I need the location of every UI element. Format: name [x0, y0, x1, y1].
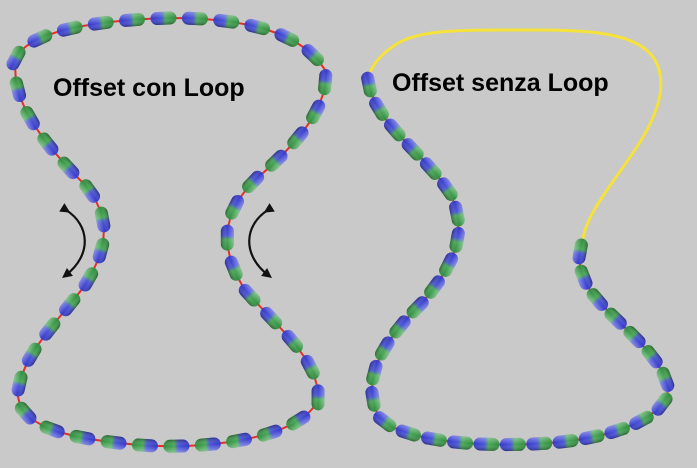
capsule-bead — [27, 29, 53, 48]
capsule-bead — [384, 118, 406, 142]
capsule-bead — [552, 434, 579, 449]
capsule-bead — [447, 435, 474, 450]
capsule-bead — [56, 20, 83, 37]
capsule-bead — [473, 437, 500, 451]
capsule-bead — [69, 429, 96, 446]
capsule-bead — [9, 76, 27, 103]
capsule-bead — [301, 44, 325, 67]
capsule-bead — [286, 410, 311, 431]
capsule-bead — [224, 255, 243, 281]
beads-left — [6, 11, 333, 453]
capsule-bead — [59, 293, 81, 317]
capsule-bead — [306, 99, 326, 125]
spline-gap-segment — [366, 28, 663, 246]
capsule-bead — [623, 325, 646, 349]
capsule-bead — [572, 238, 588, 265]
capsule-bead — [226, 432, 252, 449]
capsule-bead — [424, 275, 445, 299]
capsule-bead — [300, 354, 320, 380]
capsule-bead — [526, 436, 553, 451]
capsule-bead — [225, 194, 245, 220]
capsule-bead — [256, 424, 283, 442]
capsule-bead — [260, 306, 283, 330]
capsule-bead — [119, 12, 146, 27]
capsule-bead — [163, 439, 190, 453]
beads-right — [361, 71, 675, 452]
capsule-bead — [11, 370, 28, 397]
capsule-bead — [389, 315, 411, 339]
capsule-bead — [244, 18, 271, 36]
capsule-bead — [656, 366, 675, 392]
capsule-bead — [499, 437, 526, 452]
capsule-bead — [365, 385, 381, 412]
capsule-bead — [641, 345, 663, 369]
capsule-bead — [14, 401, 37, 425]
capsule-bead — [181, 11, 208, 26]
capsule-bead — [265, 149, 288, 172]
capsule-bead — [574, 264, 593, 290]
capsule-bead — [37, 132, 59, 156]
label-offset-with-loop: Offset con Loop — [53, 74, 245, 102]
capsule-bead — [604, 422, 630, 440]
capsule-bead — [87, 15, 114, 31]
capsule-bead — [437, 177, 458, 201]
capsule-bead — [419, 157, 442, 180]
capsule-bead — [94, 206, 111, 233]
capsule-bead — [39, 420, 65, 439]
capsule-bead — [20, 105, 40, 131]
capsule-bead — [449, 200, 465, 227]
capsule-bead — [374, 336, 395, 361]
capsule-bead — [274, 28, 300, 47]
spline-open-right — [367, 77, 670, 446]
capsule-bead — [21, 342, 42, 367]
capsule-bead — [629, 410, 654, 430]
capsule-bead — [57, 156, 80, 180]
capsule-bead — [220, 224, 234, 251]
capsule-bead — [401, 138, 424, 161]
capsule-bead — [194, 437, 221, 452]
capsule-bead — [421, 431, 447, 447]
capsule-bead — [369, 96, 389, 121]
capsule-bead — [213, 13, 240, 29]
capsule-bead — [150, 11, 177, 25]
capsule-bead — [281, 329, 304, 353]
capsule-bead — [311, 384, 325, 411]
capsule-bead — [238, 283, 261, 307]
capsule-bead — [39, 317, 61, 341]
capsule-bead — [366, 359, 383, 386]
capsule-bead — [92, 237, 110, 264]
label-offset-without-loop: Offset senza Loop — [392, 69, 609, 97]
capsule-bead — [79, 179, 100, 203]
capsule-bead — [439, 252, 458, 278]
capsule-bead — [287, 126, 309, 150]
capsule-bead — [361, 71, 377, 98]
capsule-bead — [651, 392, 673, 416]
capsule-bead — [318, 69, 333, 96]
capsule-bead — [406, 296, 429, 319]
rotate-arrow-left-icon — [59, 203, 86, 279]
capsule-bead — [372, 411, 397, 433]
capsule-bead — [578, 429, 605, 446]
capsule-bead — [449, 226, 465, 253]
rotate-arrow-right-icon — [248, 203, 275, 279]
capsule-bead — [131, 438, 158, 453]
capsule-bead — [242, 170, 265, 194]
capsule-bead — [586, 288, 609, 312]
capsule-bead — [604, 307, 627, 330]
capsule-bead — [6, 45, 26, 71]
capsule-bead — [100, 435, 127, 450]
capsule-bead — [78, 267, 99, 292]
capsule-bead — [395, 424, 421, 442]
